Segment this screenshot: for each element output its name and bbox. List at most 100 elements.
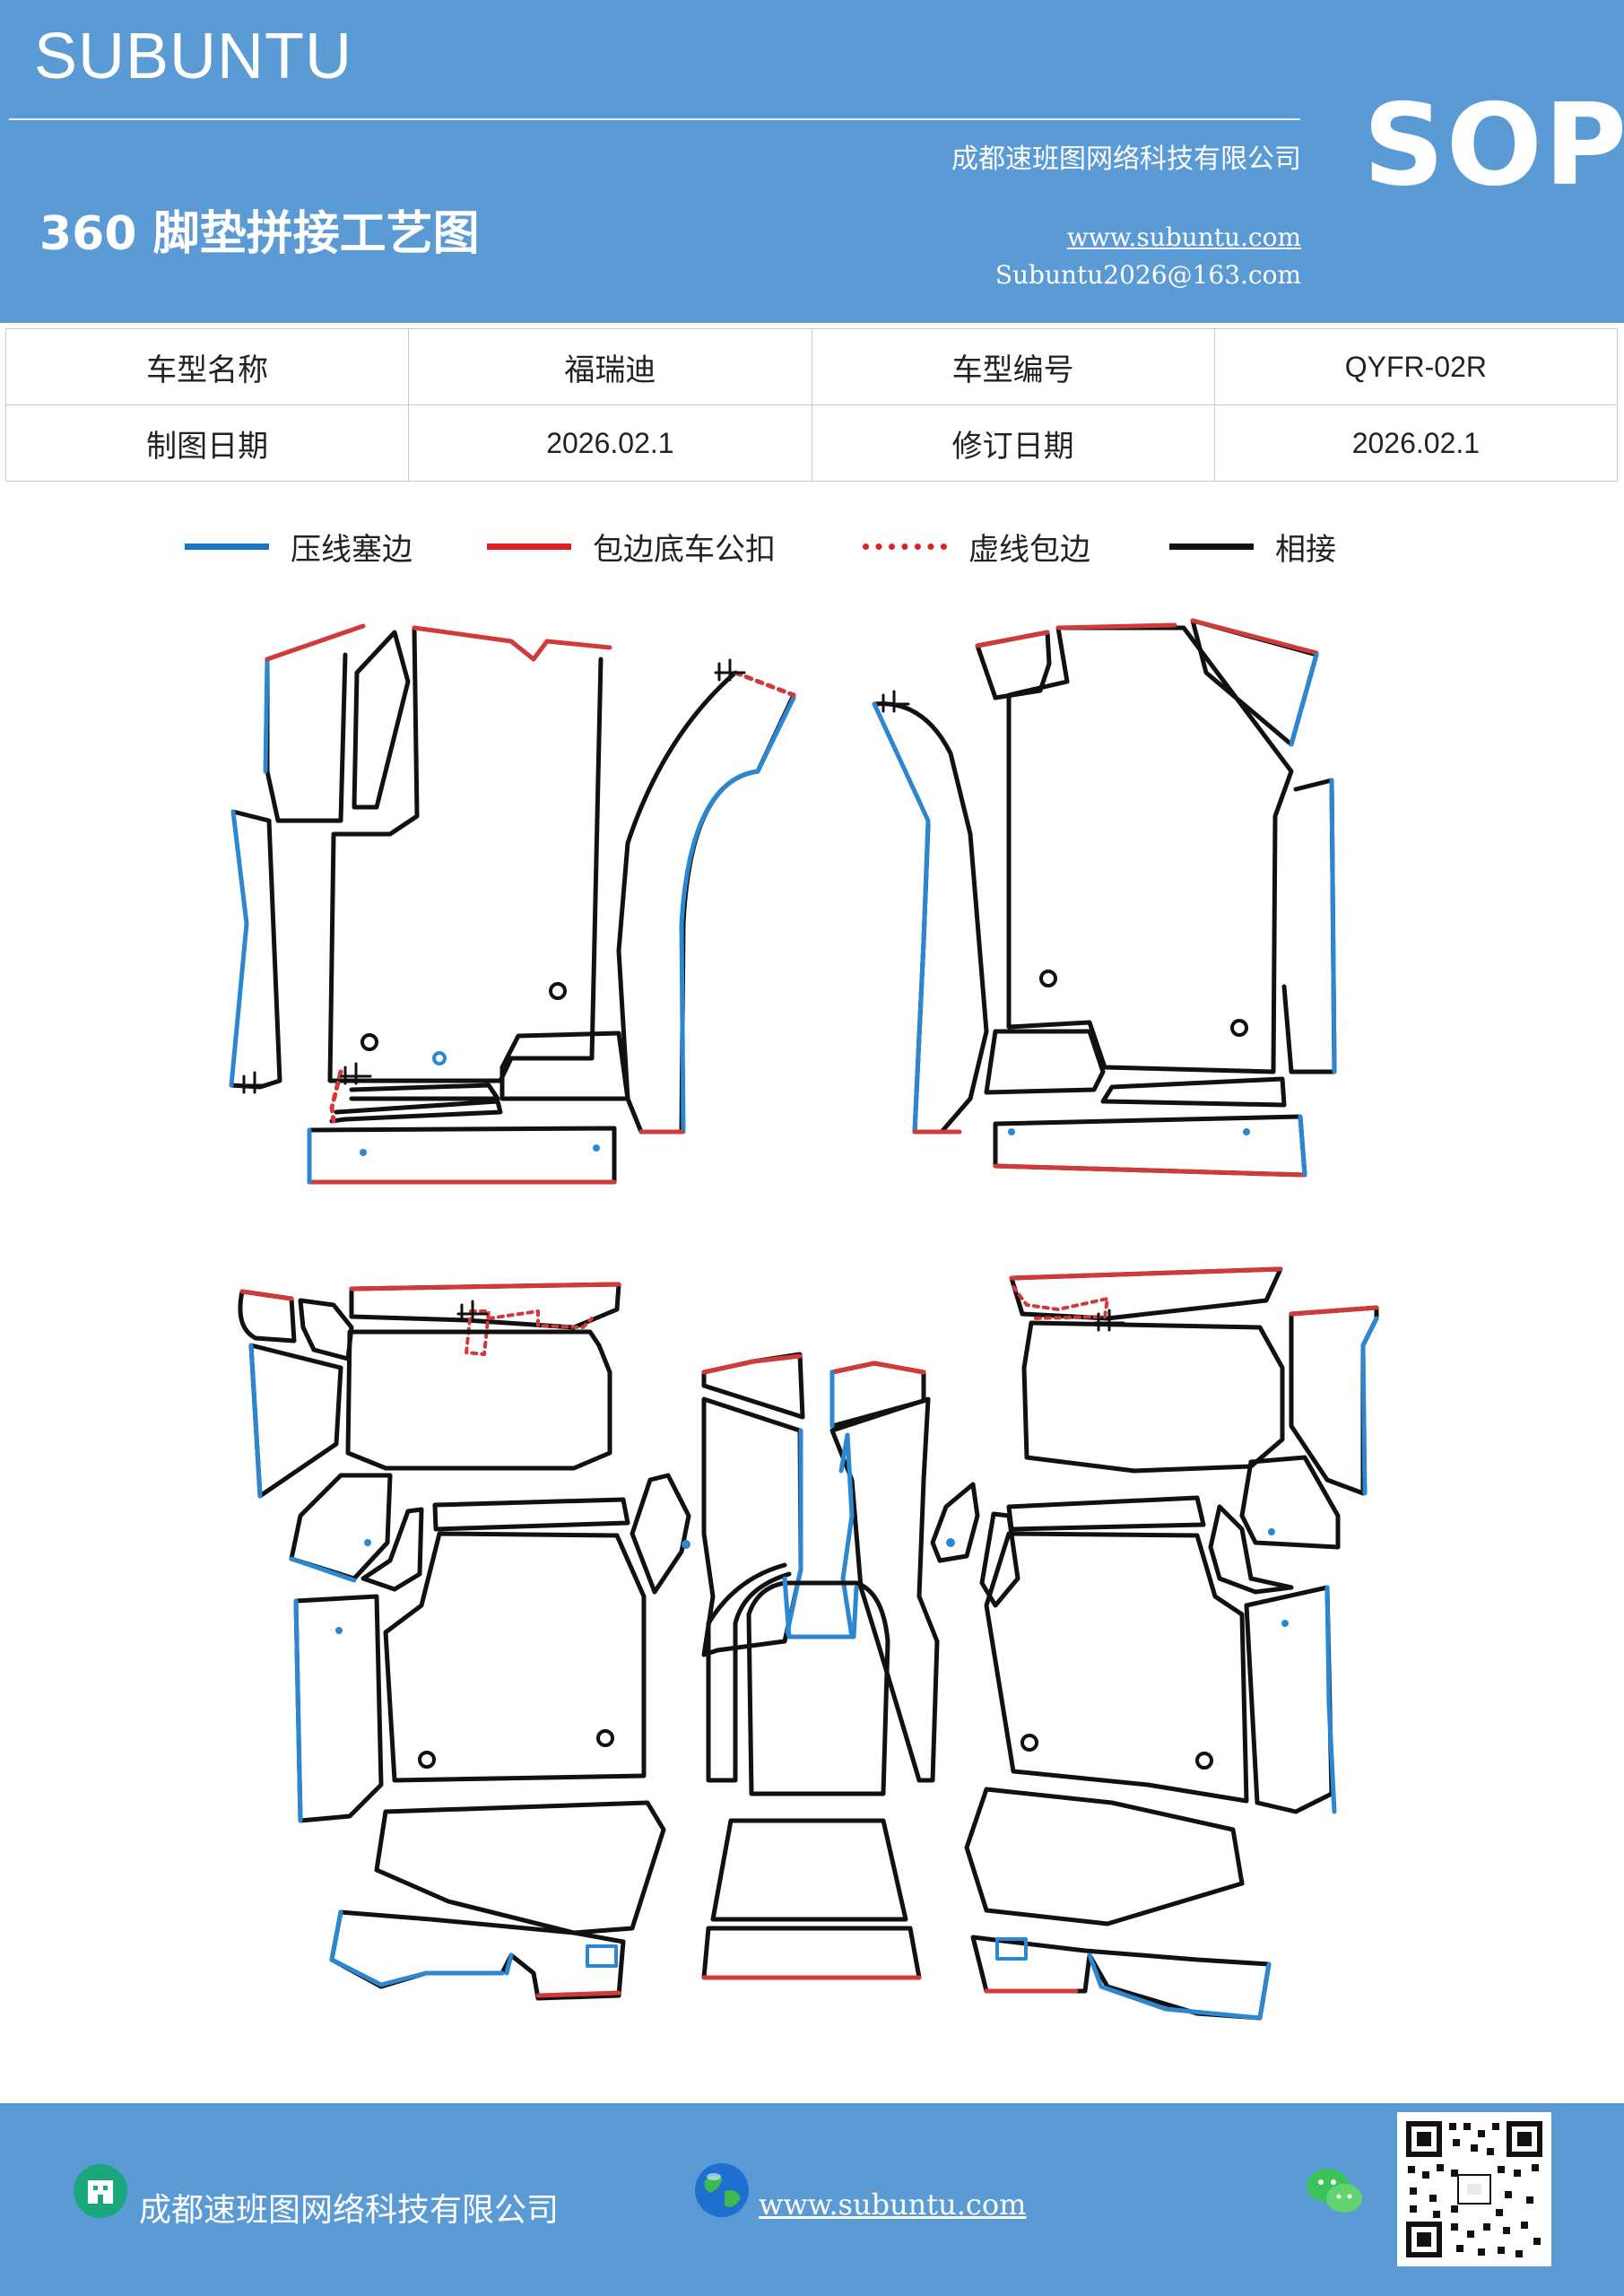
mat-piece — [979, 1511, 1020, 1608]
model-name-value: 福瑞迪 — [408, 328, 812, 405]
footer-website-link[interactable]: www.subuntu.com — [759, 2187, 1027, 2222]
front-right-mat-group — [872, 618, 1337, 1178]
footer-banner: 成都速班图网络科技有限公司 www.subuntu.com — [0, 2103, 1624, 2296]
document-title: 360 脚垫拼接工艺图 — [39, 207, 480, 261]
mat-edge-press — [872, 701, 931, 1135]
mat-dot — [1281, 1620, 1289, 1627]
front-left-mat-group — [229, 623, 796, 1185]
mat-edge-dashed — [329, 1069, 343, 1124]
mat-edge-press — [1289, 652, 1319, 747]
mat-edge-wrap — [239, 1289, 294, 1301]
mat-hole — [360, 1033, 378, 1051]
mat-piece — [265, 652, 348, 823]
mat-piece — [710, 1818, 908, 1922]
mat-piece — [349, 1282, 621, 1330]
mat-piece — [432, 1497, 630, 1532]
header-banner: SUBUNTU 成都速班图网络科技有限公司 360 脚垫拼接工艺图 www.su… — [0, 0, 1624, 323]
mat-hole — [418, 1751, 436, 1769]
mat-edge-press — [838, 1432, 855, 1639]
globe-icon — [695, 2163, 749, 2217]
mat-piece — [360, 1507, 424, 1592]
mat-piece — [349, 1083, 500, 1101]
mat-edge-press — [1360, 1316, 1379, 1496]
mat-edge-press — [1087, 1952, 1272, 2021]
mat-piece — [1244, 1585, 1334, 1814]
mat-edge-wrap — [993, 1163, 1307, 1178]
legend-item-join: 相接 — [1169, 525, 1336, 569]
mat-edge-press — [1329, 778, 1337, 1074]
floor-mat-diagram — [229, 618, 1379, 2021]
mat-piece — [1208, 1504, 1294, 1595]
join-mark — [878, 690, 910, 713]
mat-hole — [1039, 970, 1057, 987]
mat-piece — [964, 1787, 1245, 1926]
draw-date-label: 制图日期 — [4, 404, 410, 482]
mat-edge-dashed — [465, 1309, 594, 1356]
mat-dot — [1243, 1128, 1250, 1135]
mat-edge-wrap — [535, 1990, 621, 1998]
legend-swatch — [1169, 544, 1254, 550]
mat-hole — [549, 982, 567, 1000]
company-name: 成都速班图网络科技有限公司 — [951, 144, 1301, 175]
mat-piece — [630, 1473, 691, 1595]
mat-edge-press — [1324, 1585, 1337, 1814]
mat-piece — [307, 1126, 617, 1185]
mat-piece — [1100, 1076, 1287, 1108]
mat-edge-press — [248, 1343, 263, 1499]
mat-piece — [970, 1935, 1272, 2021]
mat-piece — [616, 670, 796, 1135]
legend-label: 包边底车公扣 — [593, 532, 776, 568]
header-divider — [9, 118, 1300, 120]
rear-mat-group — [238, 1266, 1379, 2021]
mat-dot — [364, 1539, 371, 1546]
mat-edge-wrap — [265, 623, 366, 662]
join-mark — [239, 1071, 271, 1094]
mat-dot — [946, 1538, 955, 1547]
mat-piece — [327, 625, 604, 1083]
legend-item-wrap: 包边底车公扣 — [487, 525, 776, 569]
join-mark — [340, 1062, 372, 1085]
mat-edge-press — [679, 695, 796, 1135]
website-link[interactable]: www.subuntu.com — [1066, 222, 1301, 252]
qr-code[interactable] — [1397, 2112, 1551, 2266]
legend-item-press: 压线塞边 — [185, 525, 413, 569]
mat-piece — [329, 1099, 503, 1124]
mat-cutout — [586, 1944, 618, 1968]
model-code-label: 车型编号 — [811, 328, 1215, 405]
mat-piece — [238, 1289, 297, 1344]
table-row: 制图日期 2026.02.1 修订日期 2026.02.1 — [4, 404, 1619, 482]
email-address: Subuntu2026@163.com — [994, 260, 1301, 290]
qr-code-pattern — [1406, 2121, 1542, 2257]
mat-edge-press — [782, 1576, 859, 1639]
mat-piece — [930, 1482, 980, 1563]
mat-hole — [1230, 1019, 1248, 1037]
mat-edge-press — [289, 1556, 357, 1583]
mat-piece — [1281, 778, 1337, 1074]
mat-edge-wrap — [412, 625, 612, 662]
wechat-icon[interactable] — [1305, 2164, 1366, 2218]
mat-edge-press — [229, 809, 249, 1088]
mat-dot — [1268, 1528, 1275, 1535]
vehicle-info-table: 车型名称 福瑞迪 车型编号 QYFR-02R 制图日期 2026.02.1 修订… — [4, 328, 1619, 482]
legend-item-dotted: 虚线包边 — [863, 525, 1090, 569]
mat-hole — [432, 1051, 447, 1065]
sop-badge: SOP — [1363, 79, 1624, 211]
legend-swatch — [863, 544, 947, 550]
mat-piece — [248, 1343, 343, 1499]
mat-piece — [1006, 625, 1294, 1074]
mat-piece — [1239, 1455, 1341, 1550]
mat-edge-wrap — [349, 1282, 621, 1292]
mat-piece — [706, 1562, 792, 1783]
mat-piece — [829, 1396, 940, 1783]
mat-hole — [1195, 1752, 1213, 1770]
mat-edge-wrap — [1009, 1266, 1283, 1281]
join-mark — [1093, 1309, 1125, 1332]
mat-piece — [1021, 1320, 1285, 1474]
mat-piece — [298, 1298, 354, 1361]
join-mark — [714, 658, 746, 682]
mat-piece — [701, 1926, 922, 1980]
mat-piece — [499, 1031, 630, 1101]
mat-piece — [746, 1580, 890, 1796]
legend-label: 虚线包边 — [968, 532, 1090, 568]
mat-edge-wrap — [975, 630, 1050, 648]
